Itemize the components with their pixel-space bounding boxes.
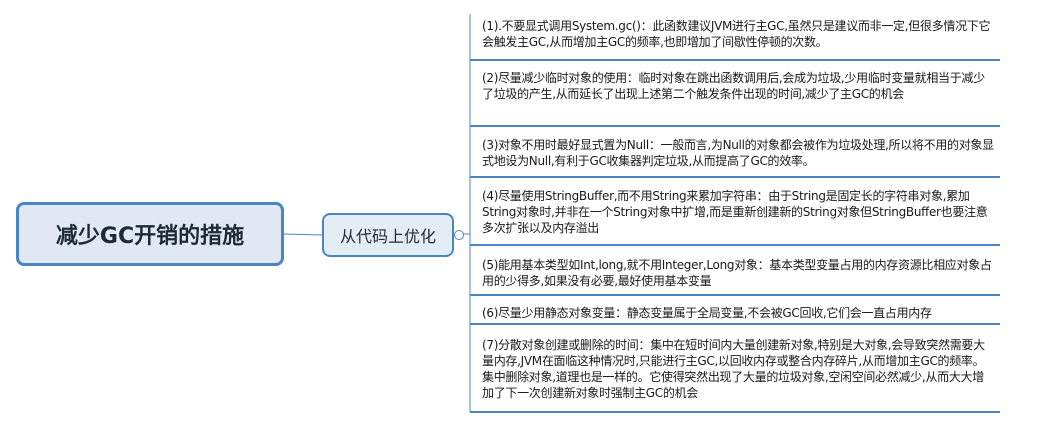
leaf-item[interactable]: (2)尽量减少临时对象的使用：临时对象在跳出函数调用后,会成为垃圾,少用临时变量… <box>482 70 994 102</box>
leaf-item-text: (4)尽量使用StringBuffer,而不用String来累加字符串：由于St… <box>482 189 988 235</box>
leaf-item[interactable]: (4)尽量使用StringBuffer,而不用String来累加字符串：由于St… <box>482 188 994 236</box>
root-topic[interactable]: 减少GC开销的措施 <box>16 202 284 266</box>
leaf-item[interactable]: (7)分散对象创建或删除的时间：集中在短时间内大量创建新对象,特别是大对象,会导… <box>482 337 994 401</box>
leaf-item-text: (5)能用基本类型如Int,long,就不用Integer,Long对象：基本类… <box>482 258 992 288</box>
leaf-item-text: (3)对象不用时最好显式置为Null：一般而言,为Null的对象都会被作为垃圾处… <box>482 138 994 168</box>
branch-topic-label: 从代码上优化 <box>339 227 436 246</box>
branch-topic-code-optimization[interactable]: 从代码上优化 <box>322 213 454 257</box>
collapse-toggle-icon[interactable] <box>454 230 464 240</box>
leaf-item-text: (7)分散对象创建或删除的时间：集中在短时间内大量创建新对象,特别是大对象,会导… <box>482 338 985 400</box>
leaf-item-text: (6)尽量少用静态对象变量：静态变量属于全局变量,不会被GC回收,它们会一直占用… <box>482 306 932 320</box>
leaf-item[interactable]: (1).不要显式调用System.gc()：此函数建议JVM进行主GC,虽然只是… <box>482 18 994 50</box>
leaf-item[interactable]: (5)能用基本类型如Int,long,就不用Integer,Long对象：基本类… <box>482 257 994 289</box>
leaf-item-text: (2)尽量减少临时对象的使用：临时对象在跳出函数调用后,会成为垃圾,少用临时变量… <box>482 71 985 101</box>
leaf-item[interactable]: (3)对象不用时最好显式置为Null：一般而言,为Null的对象都会被作为垃圾处… <box>482 137 994 169</box>
leaf-item[interactable]: (6)尽量少用静态对象变量：静态变量属于全局变量,不会被GC回收,它们会一直占用… <box>482 305 994 321</box>
leaf-item-text: (1).不要显式调用System.gc()：此函数建议JVM进行主GC,虽然只是… <box>482 19 991 49</box>
root-topic-label: 减少GC开销的措施 <box>55 224 245 249</box>
